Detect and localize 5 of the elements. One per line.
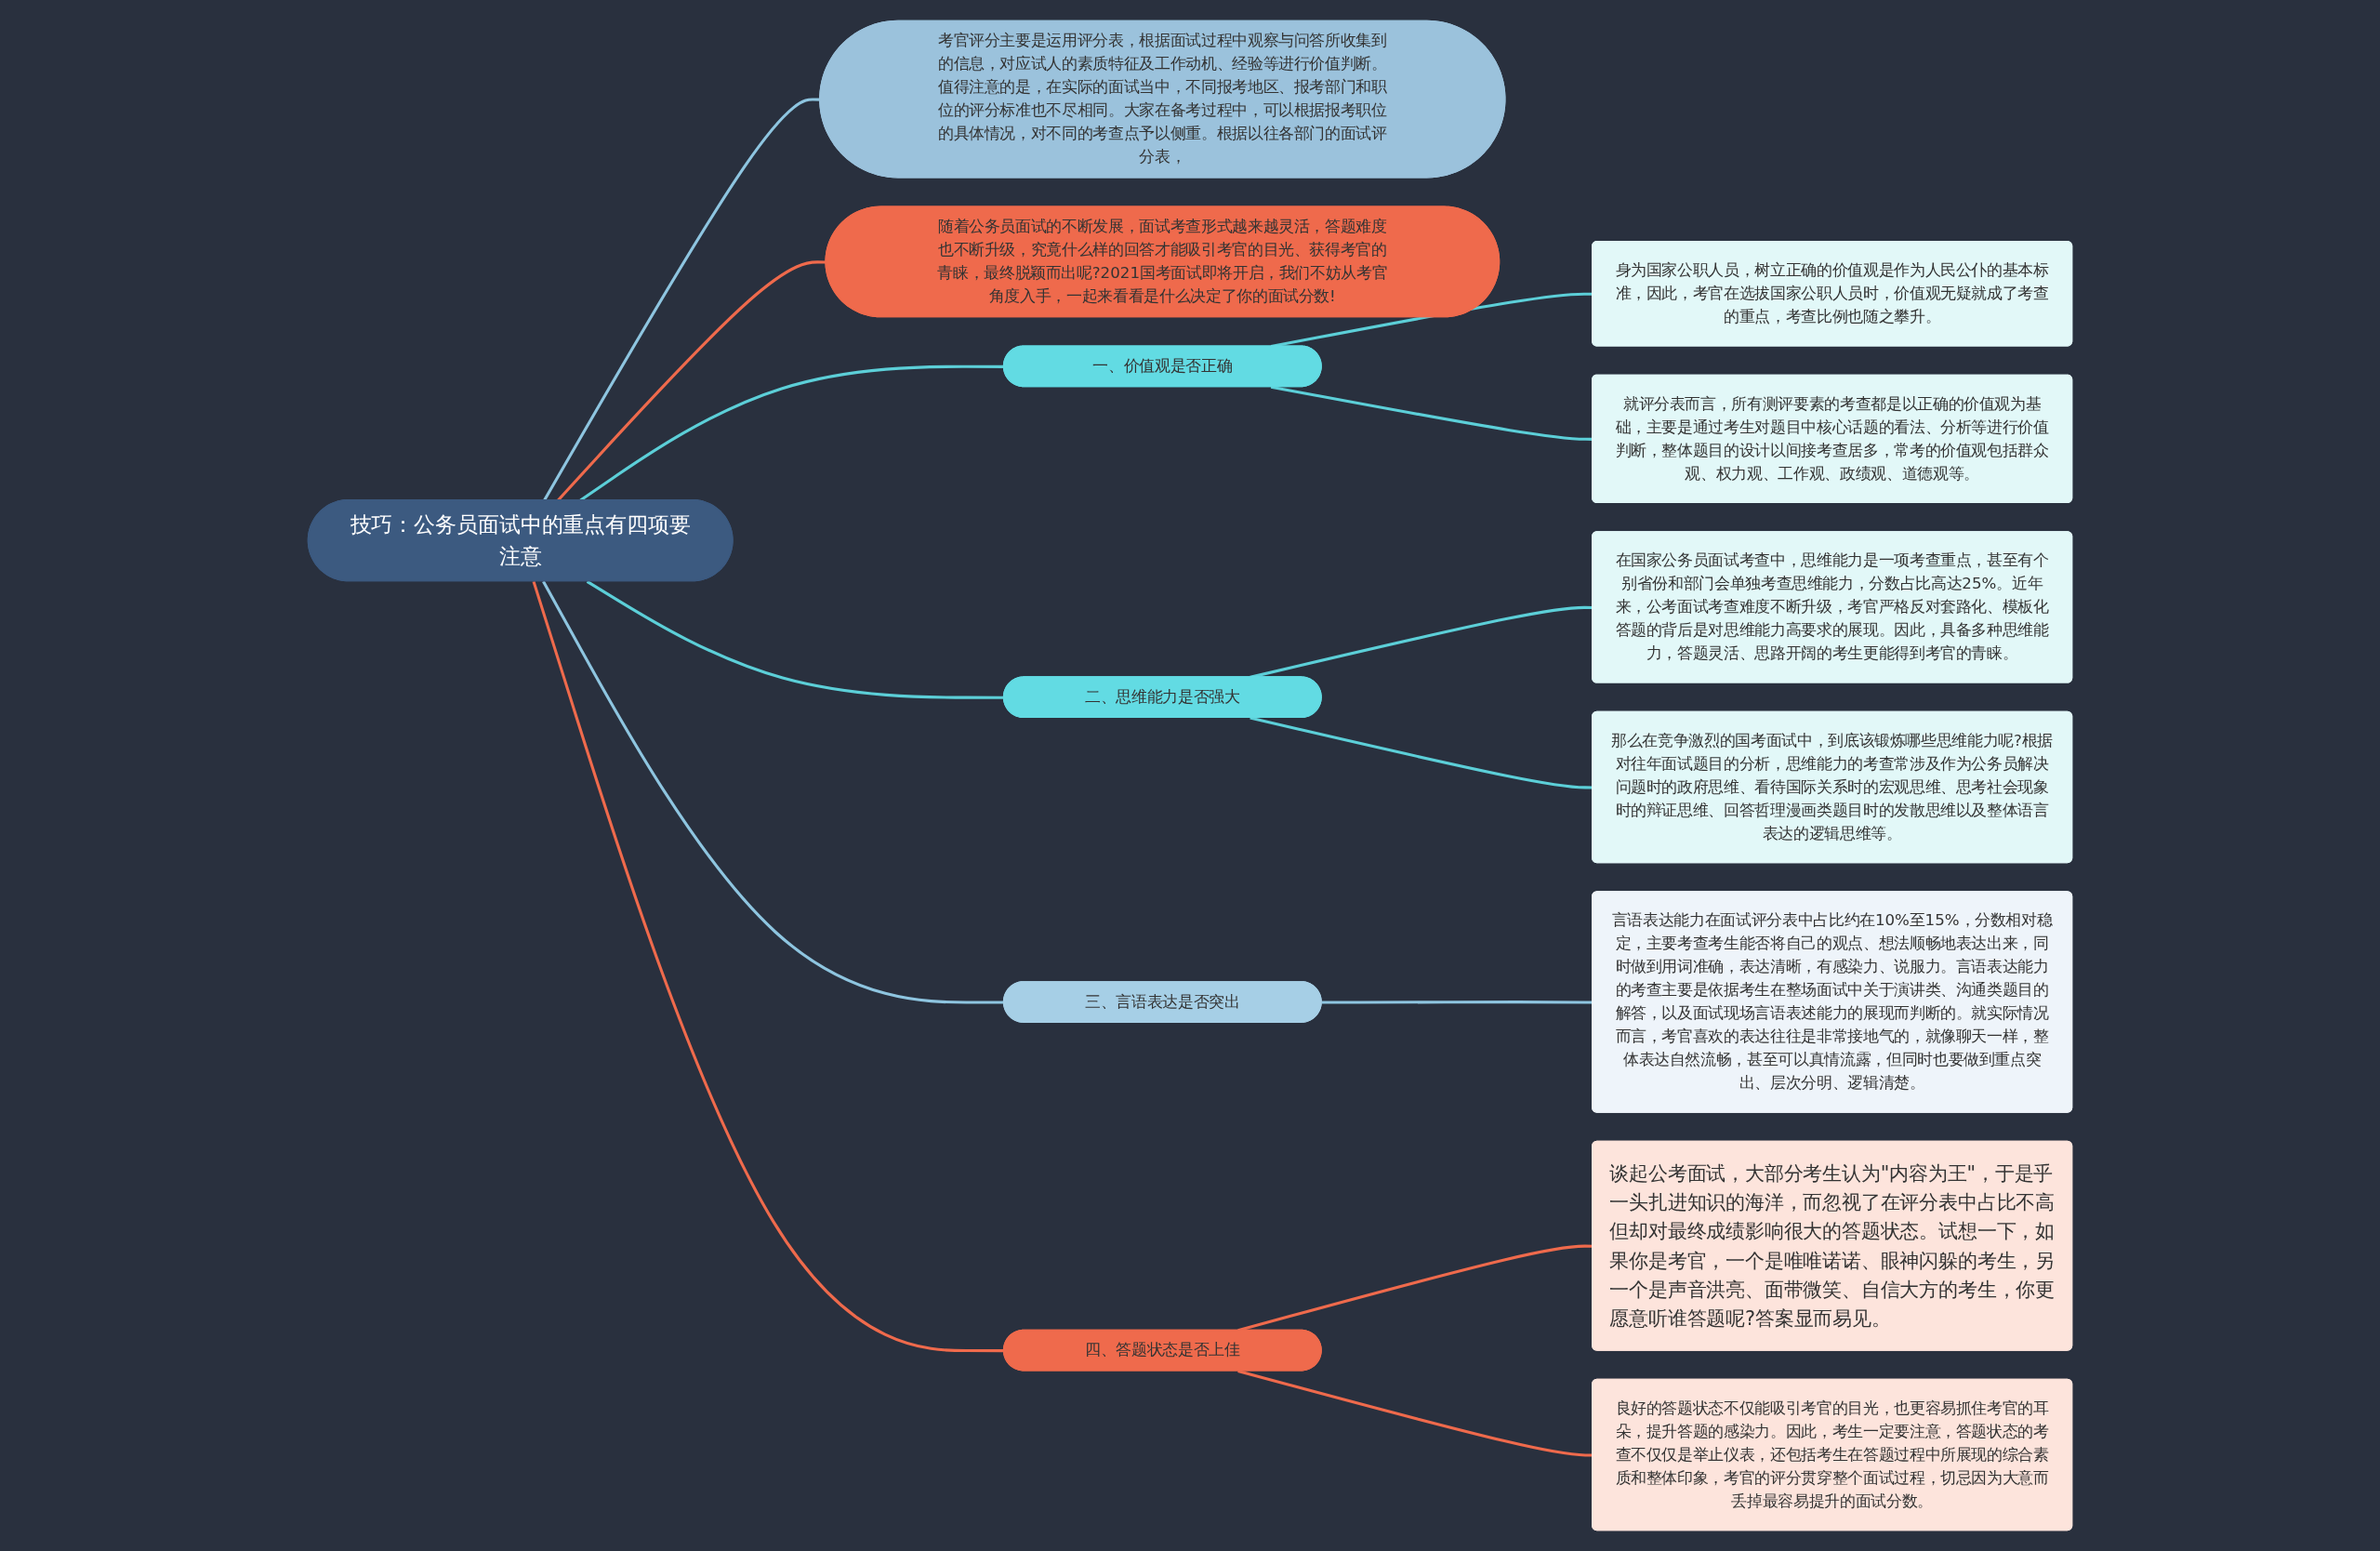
connector <box>542 580 1004 1004</box>
connector <box>532 580 1004 1353</box>
connector <box>543 98 821 501</box>
connector <box>557 260 826 501</box>
connector <box>586 580 1004 699</box>
